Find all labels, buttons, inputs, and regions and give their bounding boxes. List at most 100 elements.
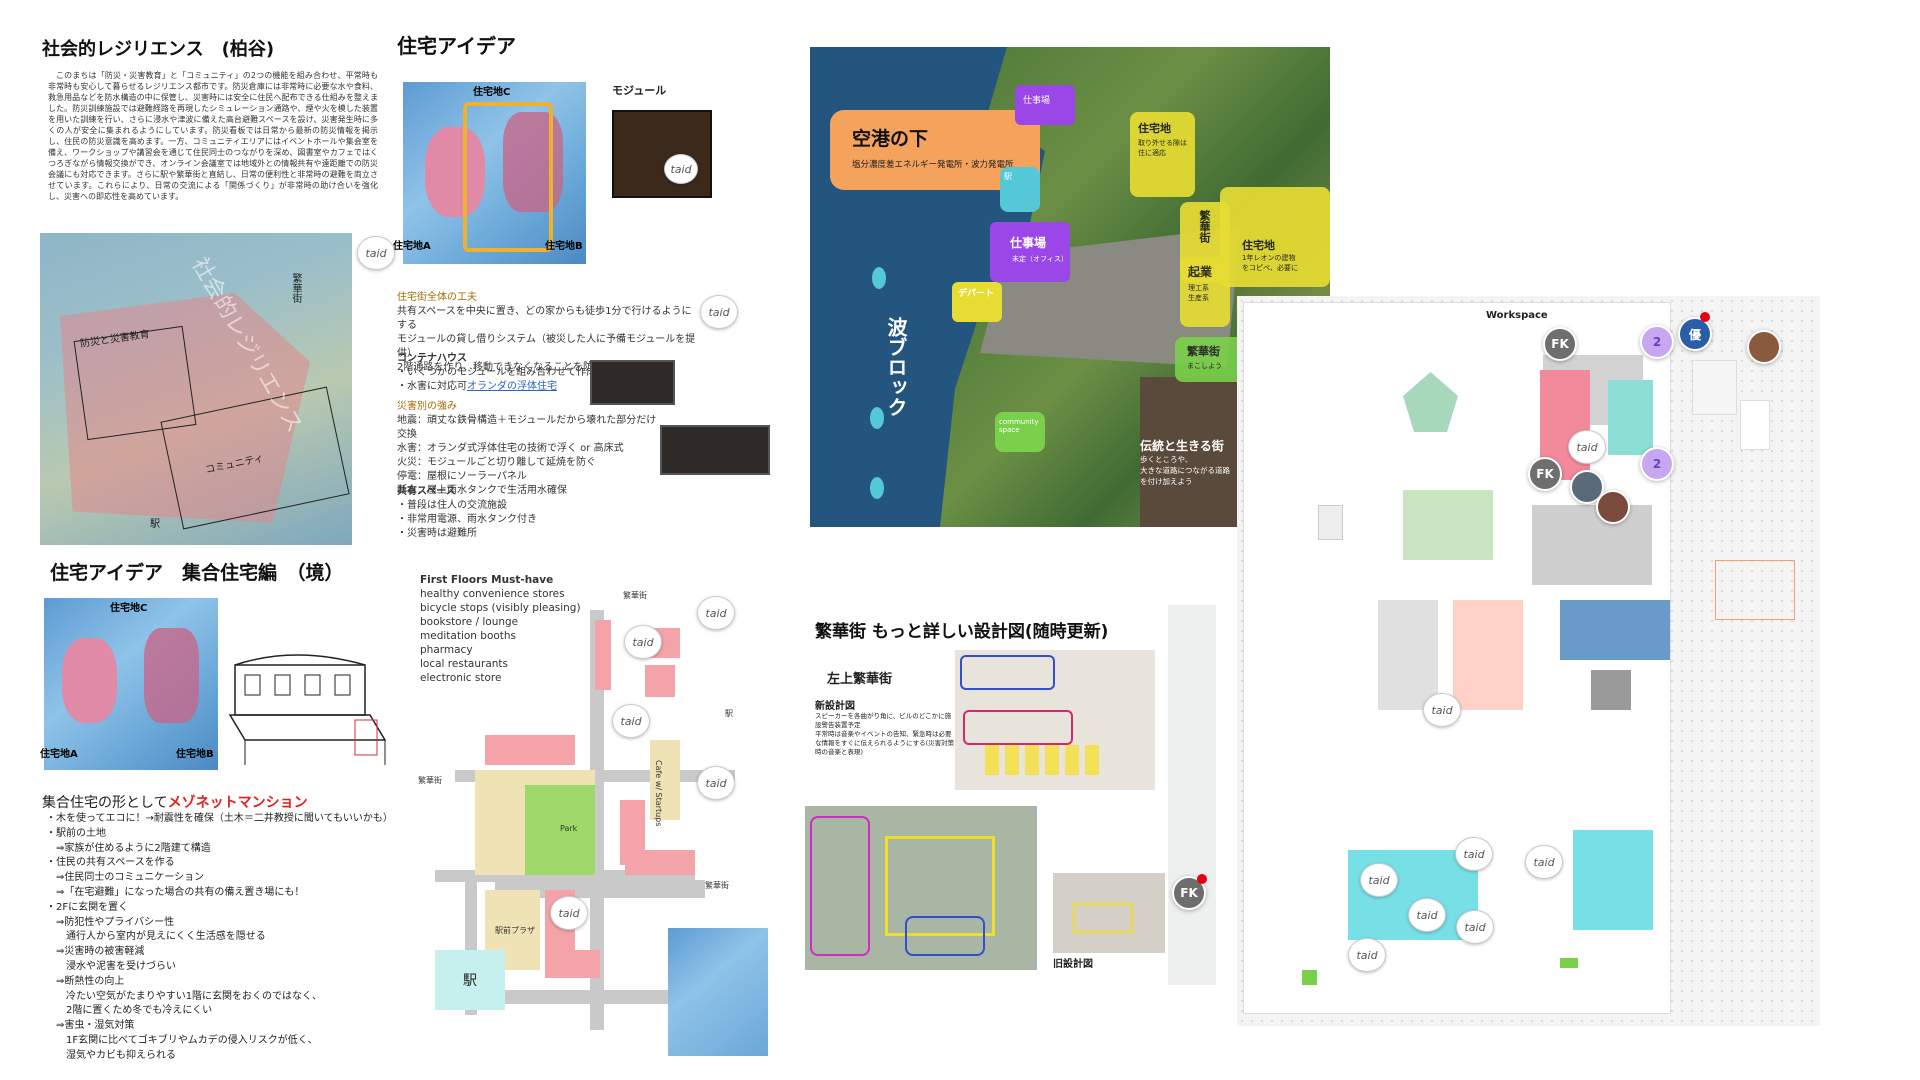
taid-comment-icon[interactable]: taid xyxy=(1408,898,1446,932)
user-avatar-fk[interactable]: FK xyxy=(1528,457,1562,491)
map-label-shigaigai: 繁華街 xyxy=(290,273,301,303)
work-area-top: 仕事場 xyxy=(1015,85,1075,125)
must-have-item: bicycle stops (visibly pleasing) xyxy=(420,602,581,614)
shared-item: ・普段は住人の交流施設 xyxy=(397,500,507,511)
shigaigai2-sub: まこしよう xyxy=(1187,362,1222,370)
taid-comment-icon[interactable]: taid xyxy=(1455,837,1493,871)
apartment-plan-image: 住宅地C xyxy=(44,598,218,770)
disaster-item: 地震：頑丈な鉄骨構造＋モジュールだから壊れた部分だけ交換 xyxy=(397,415,657,440)
apartment-heading: 集合住宅の形としてメゾネットマンション xyxy=(42,792,308,812)
user-avatar-fk[interactable]: FK xyxy=(1543,327,1577,361)
shared-block: 共有スペース ・普段は住人の交流施設 ・非常用電源、雨水タンク付き ・災害時は避… xyxy=(397,485,597,541)
notification-dot xyxy=(1700,312,1710,322)
user-avatar-fk[interactable]: FK xyxy=(1172,876,1206,910)
module-image: taid xyxy=(612,110,712,198)
wave-marker xyxy=(870,407,884,429)
sketch-box xyxy=(885,836,995,936)
park-label: Park xyxy=(560,824,578,833)
taid-comment-icon[interactable]: taid xyxy=(697,596,735,630)
dutch-floating-house-link[interactable]: オランダの浮体住宅 xyxy=(467,381,557,392)
user-avatar-photo[interactable] xyxy=(1747,330,1781,364)
taid-comment-icon[interactable]: taid xyxy=(697,766,735,800)
container-heading: コンテナハウス xyxy=(397,353,467,364)
section3-title: 住宅アイデア 集合住宅編 （境） xyxy=(50,562,344,584)
kigyo-area: 起業 理工系 生産系 xyxy=(1180,257,1230,327)
apartment-line: ⇒家族が住めるように2階建て構造 xyxy=(46,842,211,854)
section1-paragraph: このまちは「防災・災害教育」と「コミュニティ」の2つの機能を組み合わせ、平常時も… xyxy=(48,71,378,201)
shigaigai2-label: 繁華街 xyxy=(1187,345,1220,358)
apartment-label-a: 住宅地A xyxy=(40,749,78,760)
module-pair-image xyxy=(660,425,770,475)
taid-comment-icon[interactable]: taid xyxy=(1525,845,1563,879)
must-have-heading: First Floors Must-have xyxy=(420,574,554,586)
taid-comment-icon[interactable]: taid xyxy=(1423,693,1461,727)
station-label: 駅 xyxy=(463,973,477,989)
apartment-line: 浸水や泥害を受けづらい xyxy=(46,960,176,972)
tradition-block: 伝統と生きる街 歩くところや、 大きな道路につながる道路 を付け加えよう xyxy=(1140,437,1230,487)
housing-plan-image: 住宅地C xyxy=(403,82,586,264)
taid-comment-icon[interactable]: taid xyxy=(624,625,662,659)
taid-comment-icon[interactable]: taid xyxy=(1456,910,1494,944)
disaster-item: 火災：モジュールごと切り離して延焼を防ぐ xyxy=(397,457,596,468)
city-map-image: 空港の下 塩分濃度差エネルギー発電所・波力発電所 波ブロック 仕事場 未定（オフ… xyxy=(810,47,1330,527)
sketch-box xyxy=(963,710,1073,745)
apartment-line: ⇒災害時の被害軽減 xyxy=(46,946,145,958)
workspace-note xyxy=(1740,400,1770,450)
apartment-line: ⇒「在宅避難」になった場合の共有の備え置き場にも！ xyxy=(46,886,305,898)
container-item: ・水害に対応可 xyxy=(397,381,467,392)
apartment-line: ・木を使ってエコに！→耐震性を確保（土木＝二井教授に聞いてもいいかも） xyxy=(46,813,393,824)
street xyxy=(475,990,695,1004)
workspace-note xyxy=(1318,505,1343,540)
housing-area: 住宅地 取り外せる隙は 住に適応 xyxy=(1130,112,1195,197)
work-label: 仕事場 xyxy=(1010,236,1047,250)
workspace-block xyxy=(1532,505,1652,585)
wave-block-label: 波ブロック xyxy=(884,317,908,417)
shared-heading: 共有スペース xyxy=(397,486,456,497)
must-have-item: local restaurants xyxy=(420,658,509,670)
apartment-line: 2階に置くため冬でも冷えにくい xyxy=(46,1005,213,1017)
section2-title: 住宅アイデア xyxy=(397,34,516,58)
user-avatar-2[interactable]: 2 xyxy=(1640,447,1674,481)
must-have-item: bookstore / lounge xyxy=(420,616,519,628)
wave-marker xyxy=(870,477,884,499)
apartment-line: ⇒住民同士のコミュニケーション xyxy=(46,872,205,884)
community-area: community space xyxy=(995,412,1045,452)
shop-block xyxy=(625,850,695,875)
work-sub: 未定（オフィス） xyxy=(1012,255,1068,263)
street xyxy=(590,610,604,1030)
shop-block xyxy=(595,620,611,690)
apartment-line: ・駅前の土地 xyxy=(46,827,106,839)
taid-comment-icon[interactable]: taid xyxy=(1360,863,1398,897)
apartment-line: 湿気やカビも抑えられる xyxy=(46,1049,176,1061)
must-have-item: electronic store xyxy=(420,672,502,684)
station-area xyxy=(435,950,505,1010)
taid-comment-icon[interactable]: taid xyxy=(550,896,588,930)
housing-label-c: 住宅地C xyxy=(473,87,511,98)
workspace-block xyxy=(1608,380,1653,455)
apartment-line: ⇒断熱性の向上 xyxy=(46,975,125,987)
workspace-sticky xyxy=(1560,958,1578,968)
must-have-item: meditation booths xyxy=(420,630,517,642)
feature-item: モジュールの貸し借りシステム（被災した人に予備モジュールを提供） xyxy=(397,334,696,359)
apartment-area-shape xyxy=(62,638,117,723)
tradition-label: 伝統と生きる街 xyxy=(1140,439,1224,453)
housing-label-a: 住宅地A xyxy=(393,241,431,252)
housing-path-outline xyxy=(463,102,553,252)
taid-comment-icon[interactable]: taid xyxy=(1348,938,1386,972)
taid-comment-icon[interactable]: taid xyxy=(700,295,738,329)
user-avatar-2[interactable]: 2 xyxy=(1640,325,1674,359)
workspace-block xyxy=(1378,600,1438,710)
housing-area-a-shape xyxy=(425,127,485,217)
user-avatar-photo[interactable] xyxy=(1596,490,1630,524)
workspace-image xyxy=(1591,670,1631,710)
taid-comment-icon[interactable]: taid xyxy=(1568,430,1606,464)
taid-comment-icon[interactable]: taid xyxy=(612,704,650,738)
taid-comment-icon[interactable]: taid xyxy=(357,236,395,270)
module-label: モジュール xyxy=(612,84,667,97)
workspace-block xyxy=(1453,600,1523,710)
community-label: community space xyxy=(999,418,1039,434)
user-avatar-yu[interactable]: 優 xyxy=(1678,317,1712,351)
taid-comment-icon[interactable]: taid xyxy=(664,154,698,184)
new-design-image xyxy=(955,650,1155,790)
sketch-box xyxy=(905,916,985,956)
